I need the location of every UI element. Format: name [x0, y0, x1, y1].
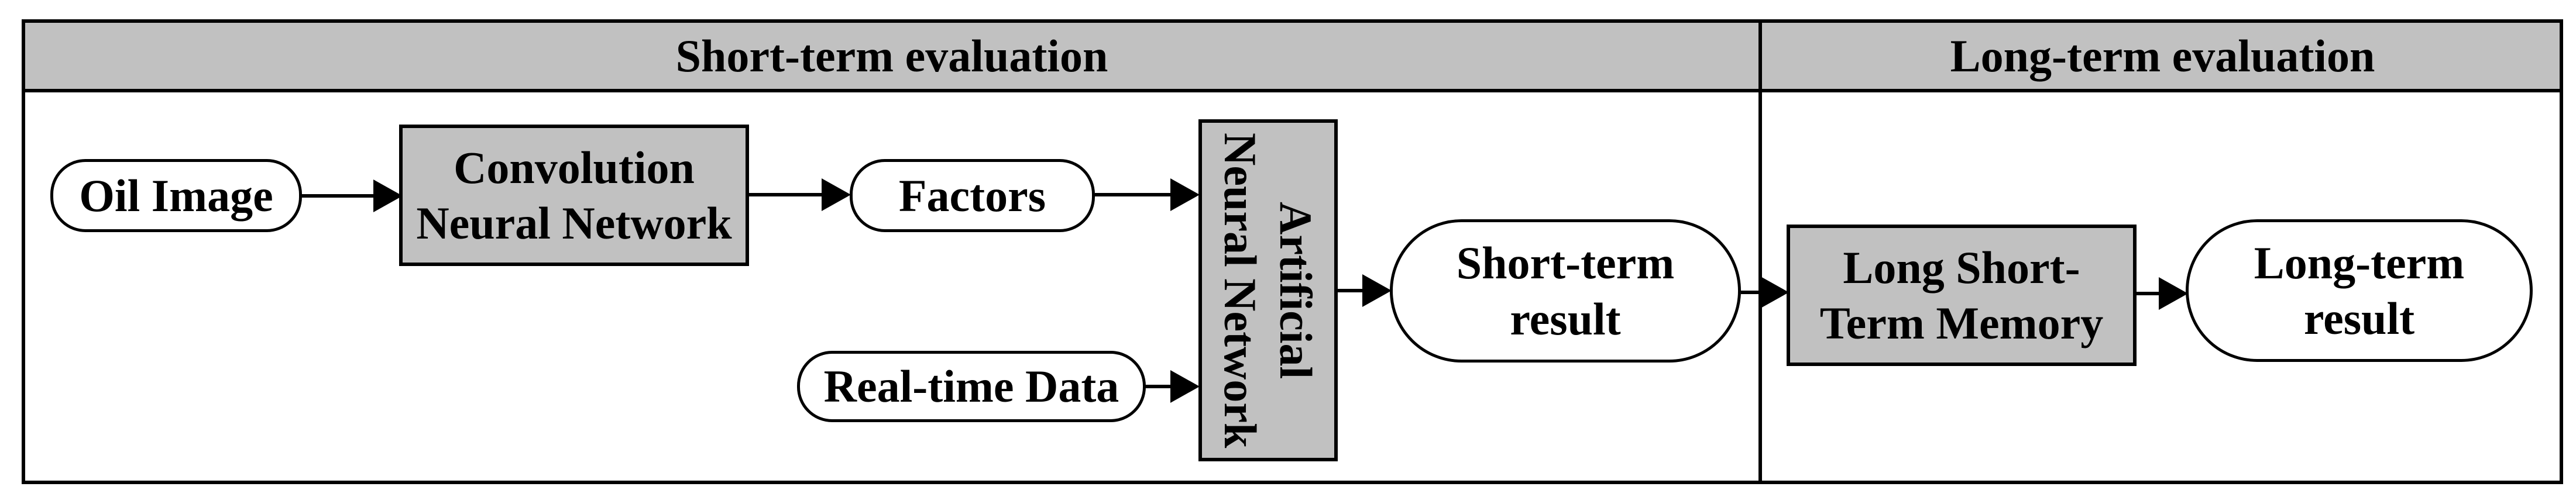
- arrow-cnn-to-factors: [749, 193, 822, 196]
- header-label-long-term: Long-term evaluation: [1762, 19, 2563, 92]
- lstm-label: Long Short- Term Memory: [1819, 241, 2104, 348]
- node-real-time-data: Real-time Data: [797, 351, 1146, 422]
- arrow-head-short-term-result-to-lstm: [1760, 276, 1789, 309]
- section-divider-line: [1758, 19, 1762, 484]
- arrow-head-oil-image-to-cnn: [373, 180, 403, 212]
- arrow-ann-to-short-term-result: [1338, 289, 1362, 292]
- ann-label-vertical: Artificial Neural Network: [1215, 132, 1322, 448]
- arrow-head-real-time-data-to-ann: [1170, 370, 1200, 403]
- arrow-head-lstm-to-long-term-result: [2159, 277, 2188, 310]
- node-convolution-neural-network: Convolution Neural Network: [399, 125, 749, 266]
- cnn-label: Convolution Neural Network: [416, 141, 732, 248]
- node-artificial-neural-network: Artificial Neural Network: [1198, 119, 1338, 461]
- arrow-head-cnn-to-factors: [822, 178, 851, 211]
- node-factors: Factors: [850, 159, 1095, 232]
- oil-image-label: Oil Image: [79, 170, 273, 221]
- arrow-oil-image-to-cnn: [302, 194, 373, 198]
- node-long-short-term-memory: Long Short- Term Memory: [1787, 225, 2137, 366]
- node-oil-image: Oil Image: [50, 159, 302, 232]
- node-short-term-result: Short-term result: [1390, 219, 1741, 363]
- arrow-factors-to-ann: [1095, 193, 1170, 196]
- real-time-data-label: Real-time Data: [823, 361, 1119, 412]
- header-band: [22, 19, 2563, 92]
- arrow-head-factors-to-ann: [1170, 178, 1200, 211]
- short-term-result-label: Short-term result: [1456, 237, 1675, 344]
- arrow-lstm-to-long-term-result: [2137, 292, 2159, 295]
- arrow-real-time-data-to-ann: [1145, 385, 1170, 388]
- long-term-evaluation-title: Long-term evaluation: [1950, 30, 2375, 81]
- header-label-short-term: Short-term evaluation: [22, 19, 1762, 92]
- arrow-short-term-result-to-lstm: [1741, 291, 1760, 294]
- short-term-evaluation-title: Short-term evaluation: [675, 30, 1108, 81]
- factors-label: Factors: [898, 170, 1046, 221]
- node-long-term-result: Long-term result: [2186, 219, 2533, 362]
- long-term-result-label: Long-term result: [2254, 237, 2465, 344]
- arrow-head-ann-to-short-term-result: [1362, 274, 1392, 307]
